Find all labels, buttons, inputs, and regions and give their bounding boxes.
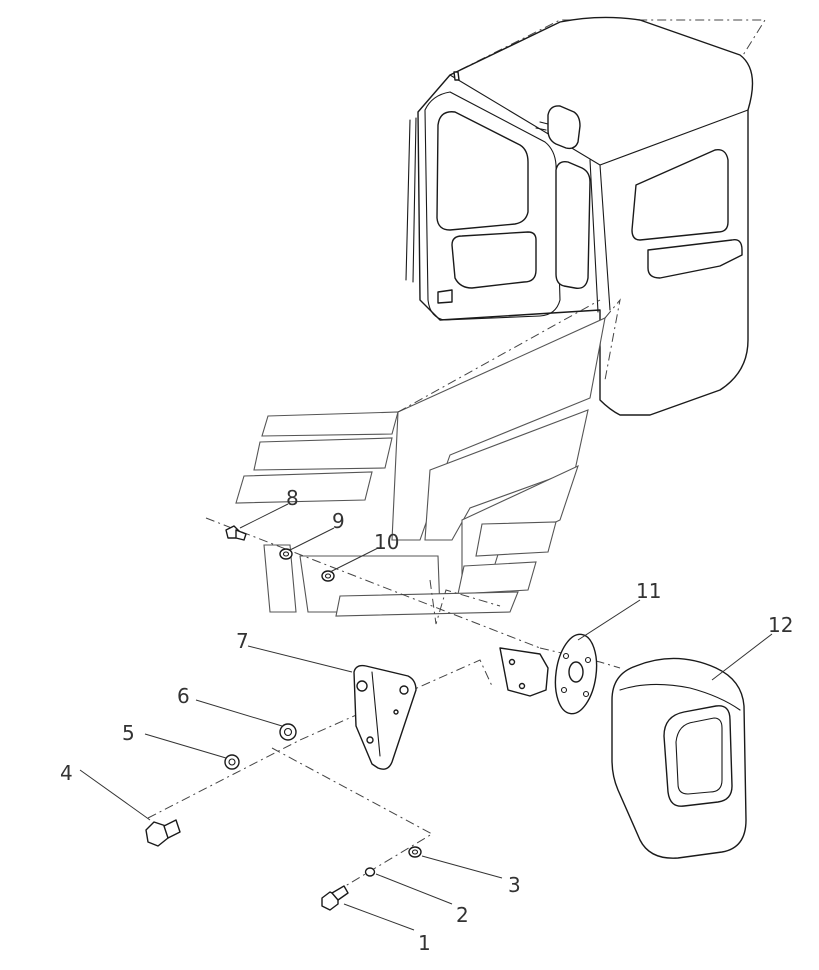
part-3-washer — [408, 846, 422, 858]
part-2-nut — [364, 867, 376, 877]
callout-12: 12 — [768, 613, 793, 637]
cab-assembly — [405, 16, 766, 416]
part-10-washer — [321, 570, 335, 582]
part-12-mirror-housing — [611, 657, 747, 859]
part-11-mirror-base — [499, 633, 598, 715]
callout-labels: 1 2 3 4 5 6 7 8 9 10 11 12 — [60, 486, 793, 955]
leader-lines — [79, 503, 773, 931]
callout-10: 10 — [374, 530, 399, 554]
callout-5: 5 — [122, 721, 135, 745]
decal-stripes — [235, 298, 621, 617]
callout-8: 8 — [286, 486, 299, 510]
callout-3: 3 — [508, 873, 521, 897]
part-9-nut — [279, 548, 293, 560]
callout-7: 7 — [236, 629, 249, 653]
callout-1: 1 — [418, 931, 431, 955]
callout-11: 11 — [636, 579, 661, 603]
part-4-hex-bolt — [145, 819, 181, 847]
callout-6: 6 — [177, 684, 190, 708]
part-8-screw — [225, 525, 247, 541]
part-1-bolt — [321, 885, 349, 911]
part-5-lock-washer — [224, 754, 240, 770]
callout-4: 4 — [60, 761, 73, 785]
callout-2: 2 — [456, 903, 469, 927]
part-7-mounting-bracket — [353, 664, 417, 770]
part-6-flat-washer — [279, 723, 297, 741]
callout-9: 9 — [332, 509, 345, 533]
